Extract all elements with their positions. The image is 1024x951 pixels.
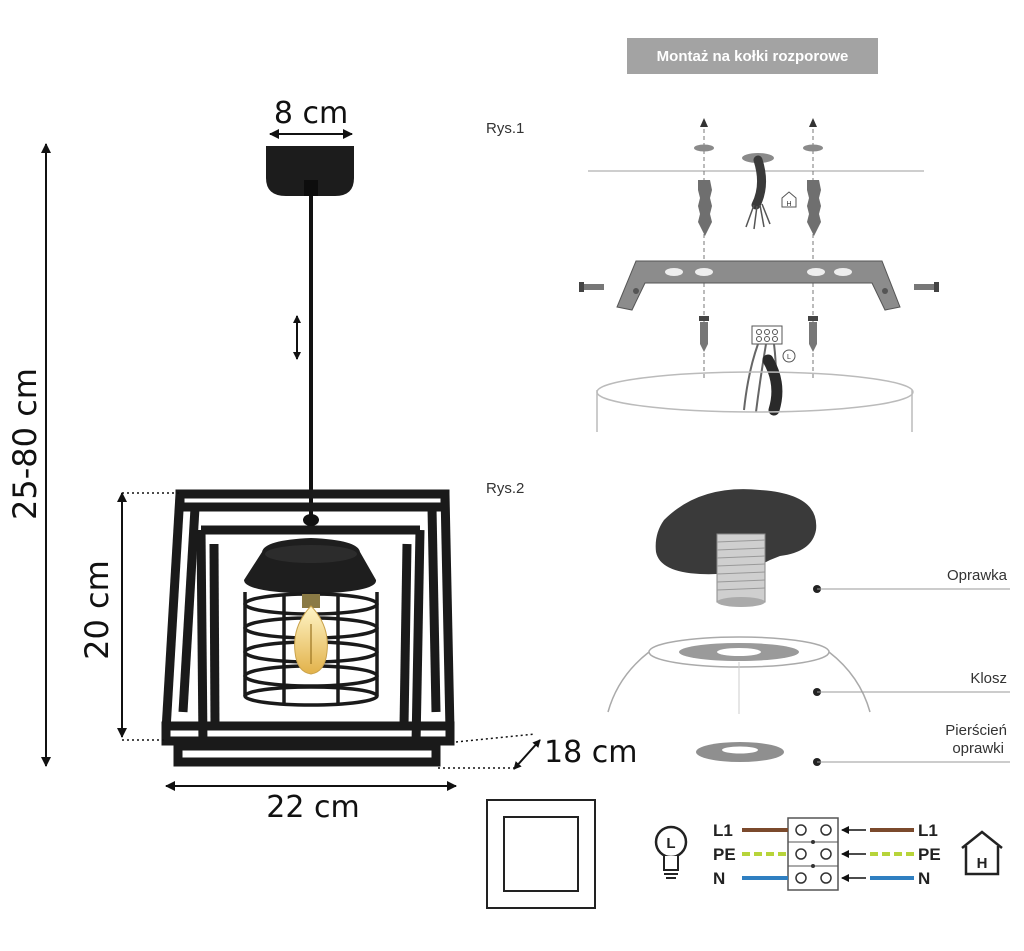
wall-plug-right: [807, 180, 821, 236]
wire-label-right-2: PE: [918, 845, 941, 864]
wire-label-right-1: L1: [918, 821, 938, 840]
dim-shade-height: 20 cm: [78, 560, 116, 660]
house-icon: [961, 830, 1003, 876]
canopy-grip: [304, 180, 318, 196]
mounting-title: Montaż na kołki rozporowe: [627, 38, 878, 74]
part-label-socket: Oprawka: [947, 567, 1008, 584]
wire-label-right-3: N: [918, 869, 930, 888]
lamp-mark-small: L: [787, 354, 791, 361]
exploded-view: [607, 489, 871, 762]
wire-label-left-2: PE: [713, 845, 736, 864]
mounting-bracket: [616, 260, 901, 311]
part-label-ring-1: Pierścień: [945, 722, 1007, 739]
wiring-diagram: [742, 817, 914, 891]
wire-label-left-3: N: [713, 869, 725, 888]
cube-frame: [161, 489, 455, 767]
canopy-outline: [596, 371, 914, 413]
house-icon-letter: H: [977, 855, 988, 872]
lamp-bulb-icon: [654, 825, 688, 879]
house-mark-small: H: [786, 201, 791, 208]
dim-height-range: 25-80 cm: [6, 368, 44, 520]
shade-outline: [607, 651, 871, 713]
fig1-label: Rys.1: [486, 120, 524, 137]
wire-label-left-1: L1: [713, 821, 733, 840]
part-leaders: [813, 585, 1010, 766]
canopy: [266, 146, 354, 196]
dimension-lines: [41, 129, 541, 791]
side-screw-right: [914, 282, 939, 292]
fig2-label: Rys.2: [486, 480, 524, 497]
lamp-illustration: [161, 146, 455, 767]
dim-width: 22 cm: [266, 790, 359, 825]
part-label-ring-2: oprawki: [952, 740, 1004, 757]
socket-holder: [655, 489, 817, 575]
screw-right: [808, 316, 818, 352]
mounting-diagram: H: [579, 118, 939, 432]
terminal-block-small: [751, 325, 783, 345]
dim-depth: 18 cm: [544, 735, 637, 770]
dim-top-width: 8 cm: [274, 96, 348, 131]
frame-inner: [503, 816, 579, 892]
part-label-shade: Klosz: [970, 670, 1007, 687]
side-screw-left: [579, 282, 604, 292]
socket-thread: [716, 533, 766, 603]
lamp-icon-letter: L: [666, 835, 675, 852]
wall-plug-left: [698, 180, 712, 236]
screw-left: [699, 316, 709, 352]
